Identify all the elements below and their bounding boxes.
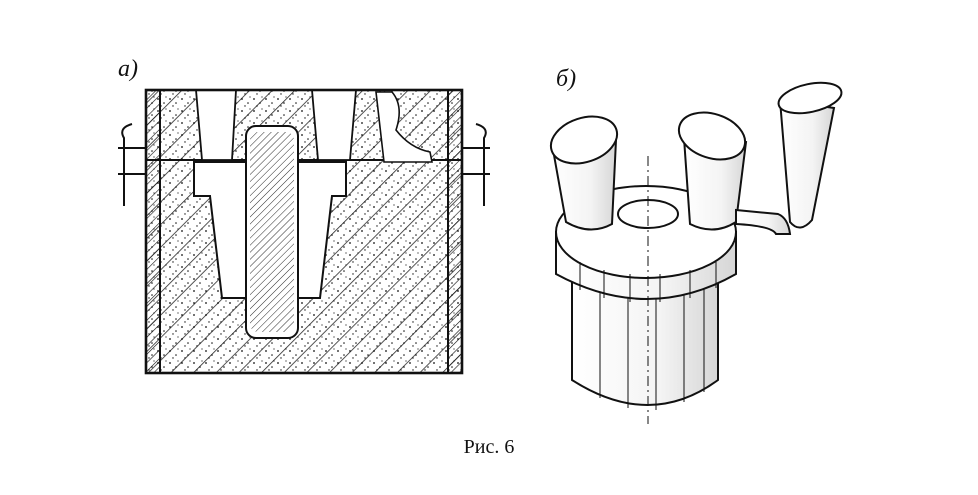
panel-b-casting-view bbox=[549, 81, 843, 424]
riser-right-top bbox=[677, 111, 747, 161]
panel-a-label: а) bbox=[118, 56, 138, 82]
sprue bbox=[778, 98, 836, 229]
clamp-left bbox=[118, 123, 146, 206]
cavity-sprue bbox=[375, 91, 433, 163]
flange-shading bbox=[579, 262, 717, 302]
pouring-cup bbox=[777, 81, 843, 115]
flask-wall-left bbox=[145, 89, 161, 374]
lower-cylinder-shading bbox=[599, 286, 705, 410]
cavity-riser-right bbox=[311, 89, 357, 161]
cavity-riser-left bbox=[195, 89, 237, 161]
lower-cylinder bbox=[571, 279, 719, 406]
figure-caption: Рис. 6 bbox=[463, 436, 515, 458]
flask-wall-right bbox=[447, 89, 463, 374]
mould-outline bbox=[144, 88, 464, 375]
core-hatch bbox=[250, 132, 294, 332]
clamp-right bbox=[462, 123, 490, 206]
panel-a-mould-section bbox=[118, 88, 490, 375]
riser-left-top bbox=[549, 115, 619, 165]
runner bbox=[735, 208, 792, 235]
panel-b-label: б) bbox=[556, 66, 577, 92]
